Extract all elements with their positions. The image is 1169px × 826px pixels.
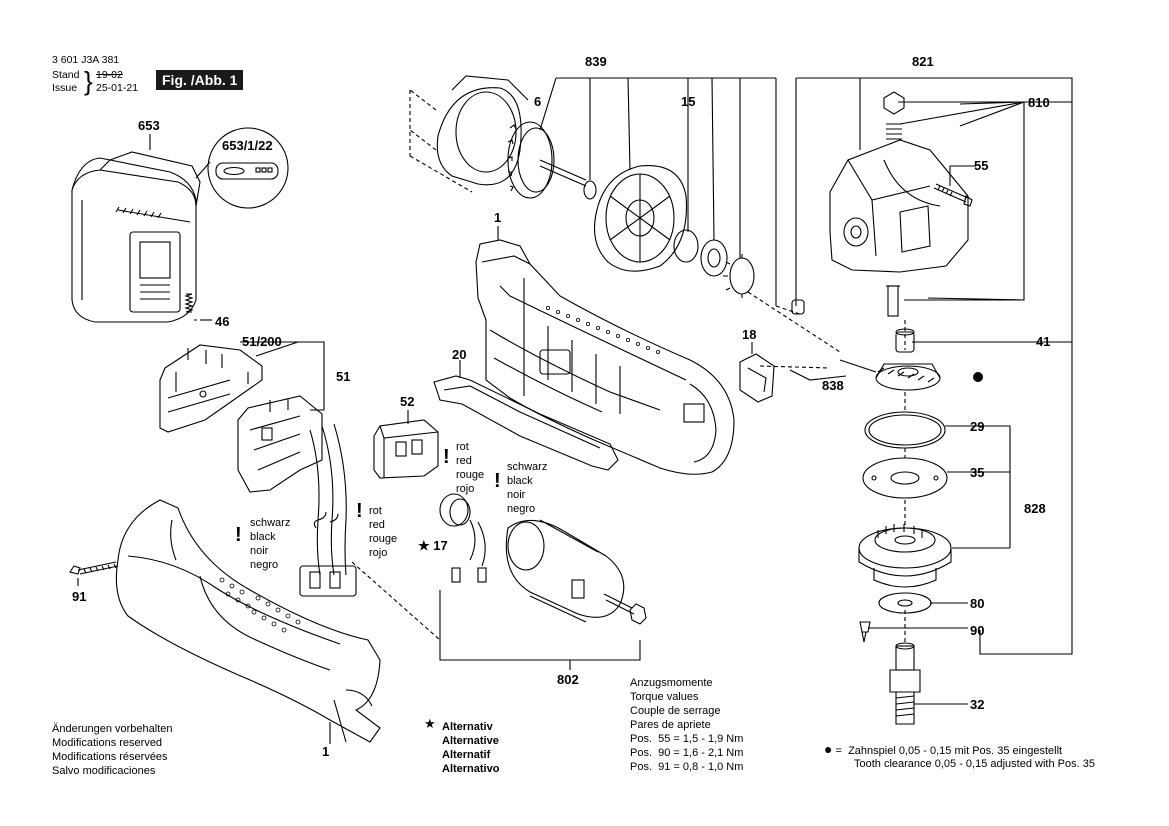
stand-label: Stand xyxy=(52,69,80,81)
callout-1-bottom: 1 xyxy=(322,744,330,759)
pinion-gear-part xyxy=(723,254,755,298)
screw-part-55 xyxy=(933,183,973,207)
doc-number: 3 601 J3A 381 xyxy=(52,54,120,66)
brace-glyph: } xyxy=(84,66,93,96)
wire-label-red-1: rot red rouge rojo xyxy=(456,441,485,495)
o-ring-part-29 xyxy=(864,411,946,449)
motor-sleeve-part-17 xyxy=(439,493,487,583)
alternative-legend: Alternativ Alternative Alternatif Altern… xyxy=(442,721,500,775)
warning-exclamation-icon: ! xyxy=(443,446,450,468)
washer-part xyxy=(583,180,597,200)
switch-block-part xyxy=(237,395,323,493)
screw-part-90 xyxy=(859,621,871,643)
callout-41: 41 xyxy=(1036,334,1051,349)
tooth-clearance-note: ● = Zahnspiel 0,05 - 0,15 mit Pos. 35 ei… xyxy=(824,742,1062,758)
tooth-clearance-line-2: Tooth clearance 0,05 - 0,15 adjusted wit… xyxy=(854,758,1095,770)
screw-part-91 xyxy=(69,561,119,575)
ring-part xyxy=(673,229,699,263)
callout-32: 32 xyxy=(970,697,985,712)
callout-90: 90 xyxy=(970,623,985,638)
switch-module-part-52 xyxy=(373,419,439,479)
callout-810: 810 xyxy=(1028,95,1050,110)
battery-pack-part xyxy=(71,151,201,323)
callout-802: 802 xyxy=(557,672,579,687)
callout-51: 51 xyxy=(336,369,351,384)
callout-55: 55 xyxy=(974,158,989,173)
gear-head-part xyxy=(829,139,969,273)
callout-80: 80 xyxy=(970,596,985,611)
shim-part-35 xyxy=(862,457,948,499)
wiring-harness xyxy=(299,423,441,641)
callout-46: 46 xyxy=(215,314,230,329)
wire-label-red-2: rot red rouge rojo xyxy=(369,505,398,559)
spring-part-46 xyxy=(184,293,212,321)
fan-guide-part xyxy=(593,165,688,272)
warning-exclamation-icon: ! xyxy=(356,500,363,522)
terminal-plate-part xyxy=(159,344,263,433)
callout-653: 653 xyxy=(138,118,160,133)
callout-52: 52 xyxy=(400,394,415,409)
callout-839: 839 xyxy=(585,54,607,69)
callout-29: 29 xyxy=(970,419,985,434)
callout-17: 17 xyxy=(433,538,448,553)
callout-838: 838 xyxy=(822,378,844,393)
cover-strip-part-20 xyxy=(433,375,619,471)
gear-housing-cover-part-6 xyxy=(409,75,529,193)
spindle-part-32 xyxy=(889,642,921,725)
label-detail-circle xyxy=(195,127,289,209)
bearing-part-15 xyxy=(700,239,728,277)
wire-label-black-1: schwarz black noir negro xyxy=(507,461,548,515)
alternative-star-icon: ★ xyxy=(424,716,436,731)
callout-35: 35 xyxy=(970,465,985,480)
stand-value: 19-02 xyxy=(96,69,123,81)
callout-15: 15 xyxy=(681,94,696,109)
callout-6: 6 xyxy=(534,94,542,109)
warning-exclamation-icon: ! xyxy=(494,470,501,492)
tooth-clearance-line-1: = Zahnspiel 0,05 - 0,15 mit Pos. 35 eing… xyxy=(835,745,1063,757)
figure-badge: Fig. /Abb. 1 xyxy=(156,70,244,90)
callout-828: 828 xyxy=(1024,501,1046,516)
callout-821: 821 xyxy=(912,54,934,69)
bevel-gear-part-838 xyxy=(875,363,941,391)
tooth-clearance-dot-icon: ● xyxy=(824,741,833,757)
callout-18: 18 xyxy=(742,327,757,342)
warning-exclamation-icon: ! xyxy=(235,524,242,546)
callout-91: 91 xyxy=(72,589,87,604)
housing-lower-part xyxy=(115,499,381,743)
modifications-note: Änderungen vorbehalten Modifications res… xyxy=(52,723,173,777)
issue-value: 25-01-21 xyxy=(96,82,139,94)
motor-part-802 xyxy=(505,519,647,625)
torque-values-table: Anzugsmomente Torque values Couple de se… xyxy=(630,677,744,773)
callout-1-top: 1 xyxy=(494,210,502,225)
callout-20: 20 xyxy=(452,347,467,362)
issue-label: Issue xyxy=(52,82,78,94)
part-18 xyxy=(739,353,775,403)
spur-gear-part xyxy=(507,121,587,199)
bearing-flange-part xyxy=(858,524,952,588)
alternative-star-icon: ★ xyxy=(418,538,430,553)
tooth-clearance-dot xyxy=(973,372,983,382)
callout-17-group: ★ 17 xyxy=(418,538,448,553)
callout-51-200: 51/200 xyxy=(242,334,282,349)
wire-label-black-2: schwarz black noir negro xyxy=(250,517,291,571)
callout-653-1-22: 653/1/22 xyxy=(222,138,273,153)
housing-upper-part xyxy=(475,239,735,475)
